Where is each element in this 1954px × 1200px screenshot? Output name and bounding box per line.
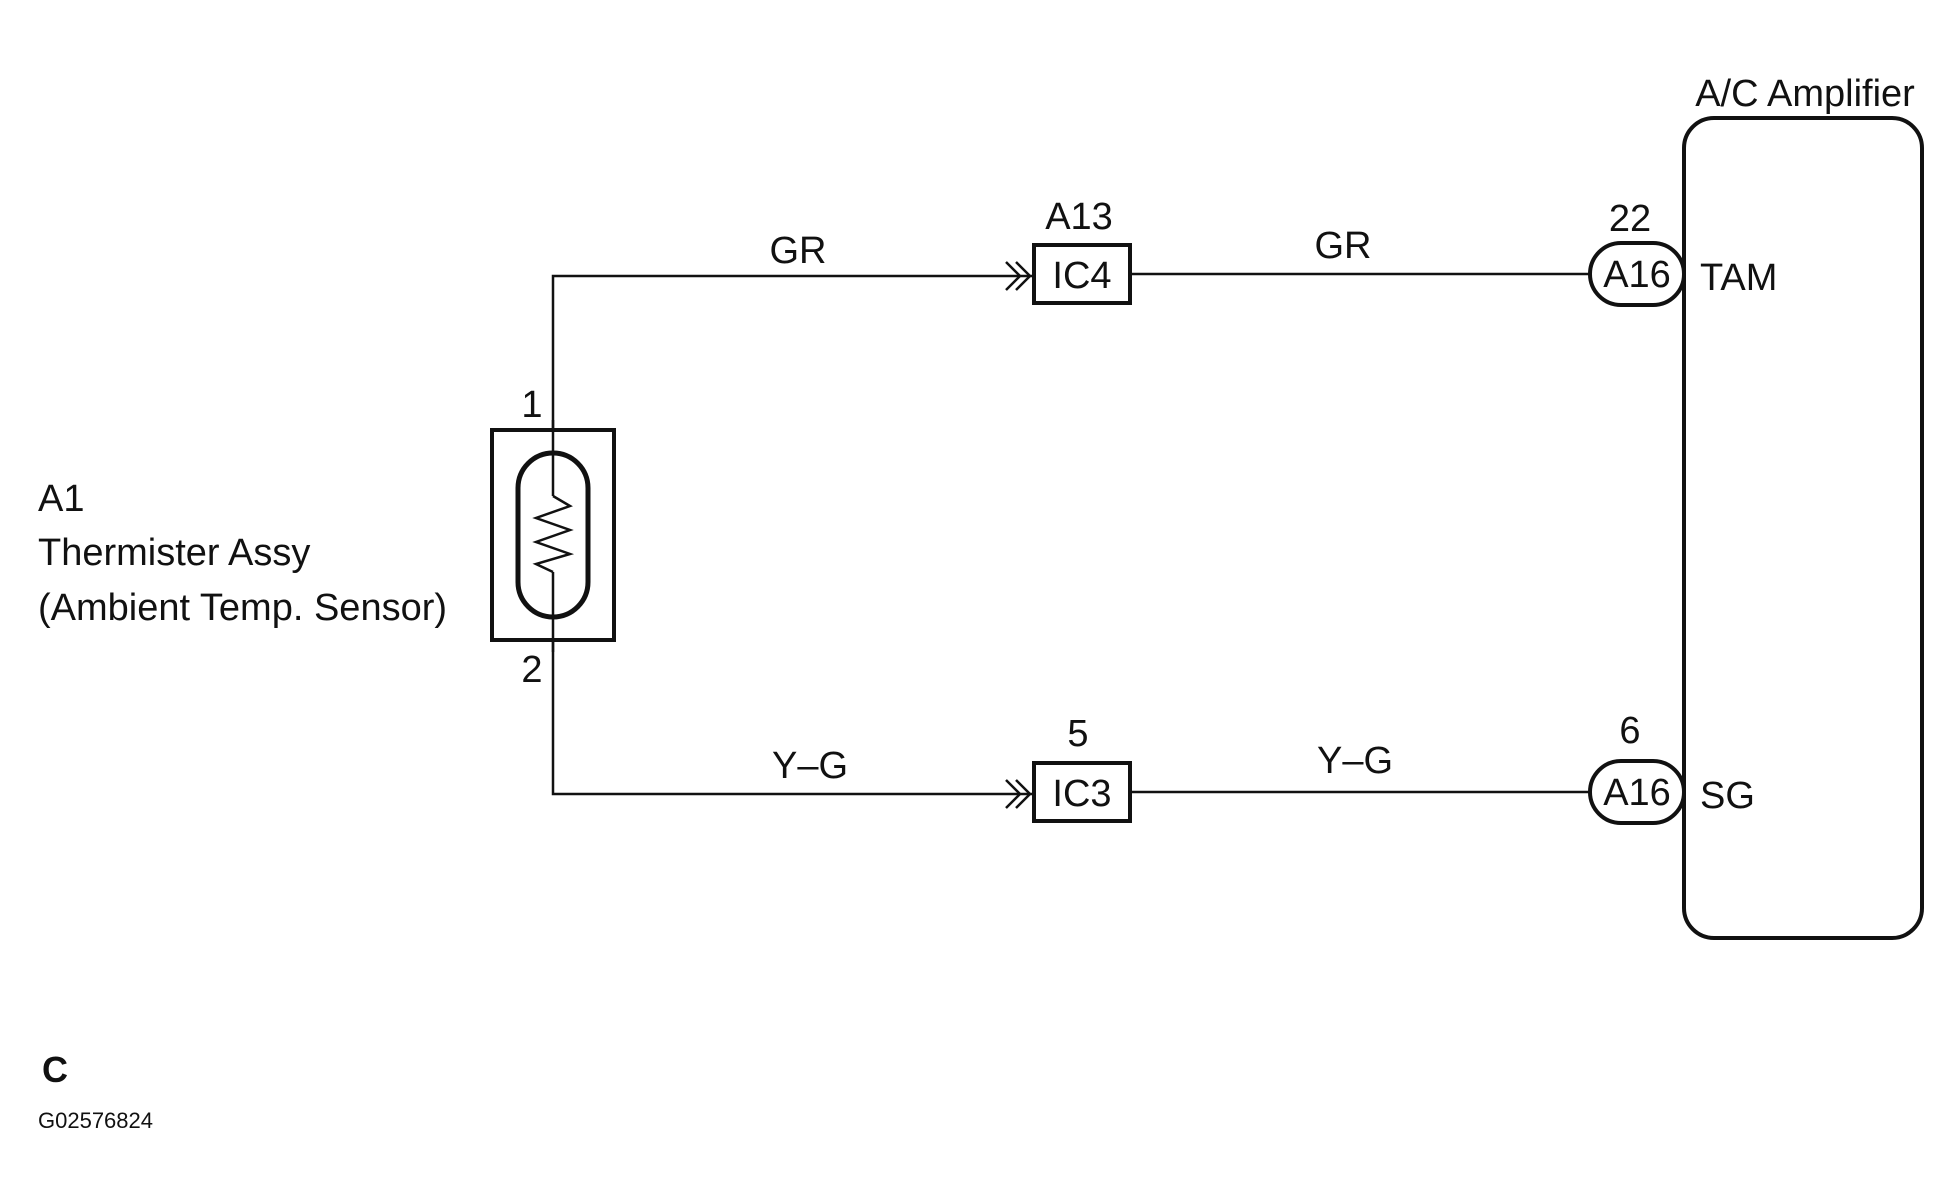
diagram-letter: C bbox=[42, 1049, 68, 1090]
sensor-pin-top: 1 bbox=[521, 384, 542, 426]
junction-chevron-icon bbox=[1015, 779, 1032, 809]
sensor-description: (Ambient Temp. Sensor) bbox=[38, 587, 447, 629]
connector-oval bbox=[1588, 759, 1686, 825]
connector-pin: 22 bbox=[1609, 198, 1651, 240]
connector-a16-bottom: A16 6 bbox=[1588, 710, 1686, 825]
connector-box bbox=[1032, 761, 1132, 823]
junction-chevron-icon bbox=[1005, 261, 1022, 291]
sensor-pin-bottom: 2 bbox=[521, 649, 542, 691]
thermistor-sensor: 1 2 bbox=[490, 384, 616, 691]
connector-label: A16 bbox=[1603, 772, 1671, 814]
wires bbox=[551, 272, 1590, 796]
resistor-zigzag-icon bbox=[532, 494, 575, 574]
sensor-name: Thermister Assy bbox=[38, 532, 310, 574]
connector-label: IC4 bbox=[1052, 255, 1111, 297]
junction-chevron-icon bbox=[1005, 779, 1022, 809]
wire-color-top-left: GR bbox=[770, 230, 827, 272]
terminal-sg: SG bbox=[1700, 775, 1755, 817]
connector-label: IC3 bbox=[1052, 773, 1111, 815]
connector-box bbox=[1032, 243, 1132, 305]
ac-amplifier: A/C Amplifier TAM SG A16 22 A16 6 bbox=[1588, 73, 1924, 940]
connector-pin: 6 bbox=[1619, 710, 1640, 752]
figure-code: G02576824 bbox=[38, 1108, 153, 1133]
amplifier-body bbox=[1682, 116, 1924, 940]
connector-oval bbox=[1588, 241, 1686, 307]
wire-color-top-right: GR bbox=[1315, 225, 1372, 267]
wire-top-left bbox=[551, 274, 1035, 448]
connector-pin: 5 bbox=[1067, 713, 1088, 755]
terminal-tam: TAM bbox=[1700, 257, 1777, 299]
wire-bottom-left bbox=[551, 617, 1035, 796]
sensor-code: A1 bbox=[38, 478, 84, 520]
wire-color-bottom-left: Y–G bbox=[772, 745, 848, 787]
connector-ic3: IC3 5 bbox=[1005, 713, 1132, 823]
connector-ic4: IC4 A13 bbox=[1005, 196, 1132, 305]
connector-label: A16 bbox=[1603, 254, 1671, 296]
connector-a16-top: A16 22 bbox=[1588, 198, 1686, 307]
wire-color-bottom-right: Y–G bbox=[1317, 740, 1393, 782]
junction-chevron-icon bbox=[1015, 261, 1032, 291]
connector-pin: A13 bbox=[1045, 196, 1113, 238]
amplifier-title: A/C Amplifier bbox=[1695, 73, 1915, 115]
